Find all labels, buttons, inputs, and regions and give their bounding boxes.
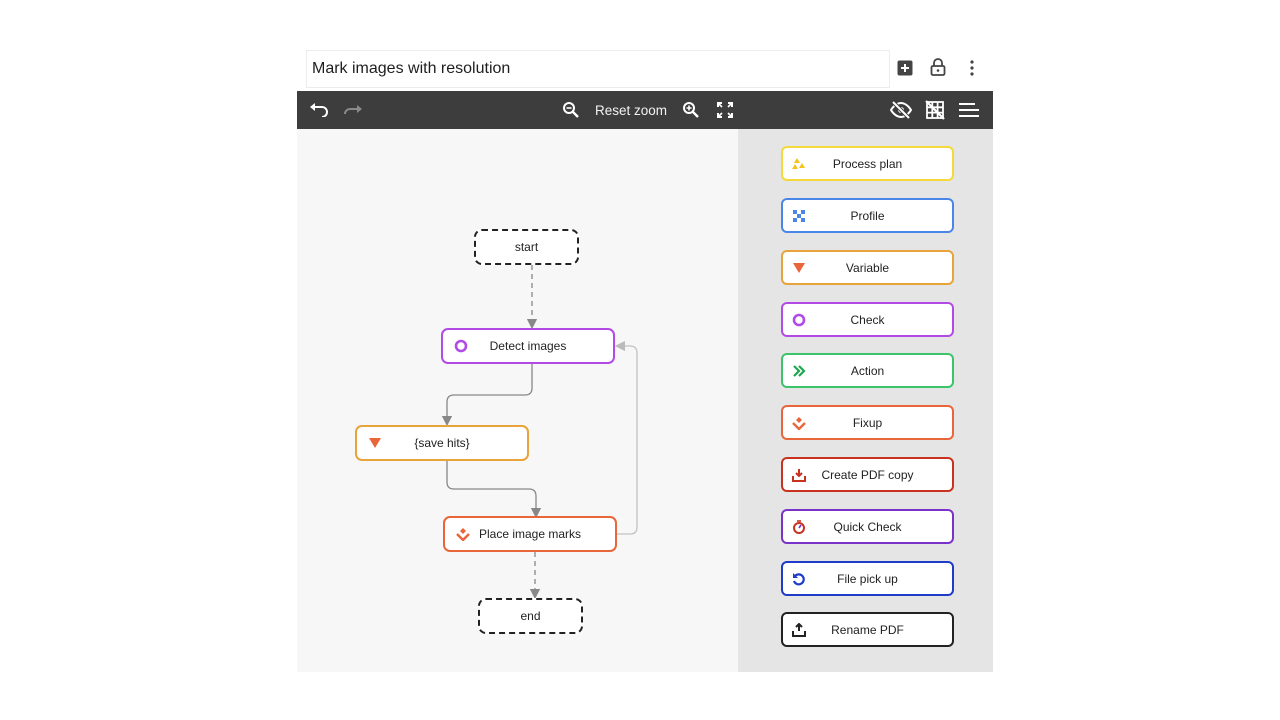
palette-item-label: File pick up [837,571,898,586]
fixup-icon [791,415,807,431]
palette-item-rename-pdf[interactable]: Rename PDF [781,612,954,647]
variable-icon [367,435,383,451]
menu-icon[interactable] [957,98,981,122]
file-pick-up-icon [791,571,807,587]
reset-zoom-button[interactable]: Reset zoom [594,102,668,118]
node-label: end [520,609,541,623]
variable-icon [791,260,807,276]
node-label: start [514,240,539,254]
palette-item-label: Quick Check [833,519,902,534]
palette-item-label: Profile [850,208,885,223]
check-icon [453,338,469,354]
redo-icon[interactable] [341,98,365,122]
palette-item-label: Action [850,363,885,378]
check-icon [791,312,807,328]
rename-pdf-icon [791,622,807,638]
action-icon [791,363,807,379]
editor-toolbar: Reset zoom [297,91,993,129]
palette-item-fixup[interactable]: Fixup [781,405,954,440]
flow-node-start[interactable]: start [474,229,579,265]
node-label: {save hits} [414,436,470,450]
palette-item-process-plan[interactable]: Process plan [781,146,954,181]
quick-check-icon [791,519,807,535]
workflow-title[interactable]: Mark images with resolution [312,60,511,77]
fixup-icon [455,526,471,542]
flow-node-detect-images[interactable]: Detect images [441,328,615,364]
palette-item-label: Process plan [832,156,903,171]
add-box-icon[interactable] [893,56,917,80]
palette-item-action[interactable]: Action [781,353,954,388]
zoom-in-icon[interactable] [679,98,703,122]
palette-item-label: Fixup [852,415,883,430]
palette-item-variable[interactable]: Variable [781,250,954,285]
palette-item-quick-check[interactable]: Quick Check [781,509,954,544]
node-label: Detect images [489,339,567,353]
palette-item-label: Check [850,312,885,327]
lock-icon[interactable] [926,55,950,79]
palette-item-label: Create PDF copy [821,467,914,482]
zoom-out-icon[interactable] [559,98,583,122]
more-vert-icon[interactable] [960,56,984,80]
palette-item-label: Rename PDF [831,622,904,637]
palette-item-profile[interactable]: Profile [781,198,954,233]
palette-item-label: Variable [845,260,890,275]
flow-node-end[interactable]: end [478,598,583,634]
visibility-off-icon[interactable] [889,98,913,122]
flow-canvas[interactable] [297,129,738,672]
create-pdf-copy-icon [791,467,807,483]
workflow-title-field[interactable]: Mark images with resolution [306,50,890,88]
palette-item-file-pick-up[interactable]: File pick up [781,561,954,596]
undo-icon[interactable] [307,98,331,122]
fit-screen-icon[interactable] [713,98,737,122]
flow-node-save-hits[interactable]: {save hits} [355,425,529,461]
process-plan-icon [791,156,807,172]
palette-item-check[interactable]: Check [781,302,954,337]
flow-node-place-image-marks[interactable]: Place image marks [443,516,617,552]
node-label: Place image marks [478,527,582,541]
palette-item-create-pdf-copy[interactable]: Create PDF copy [781,457,954,492]
profile-icon [791,208,807,224]
grid-off-icon[interactable] [923,98,947,122]
